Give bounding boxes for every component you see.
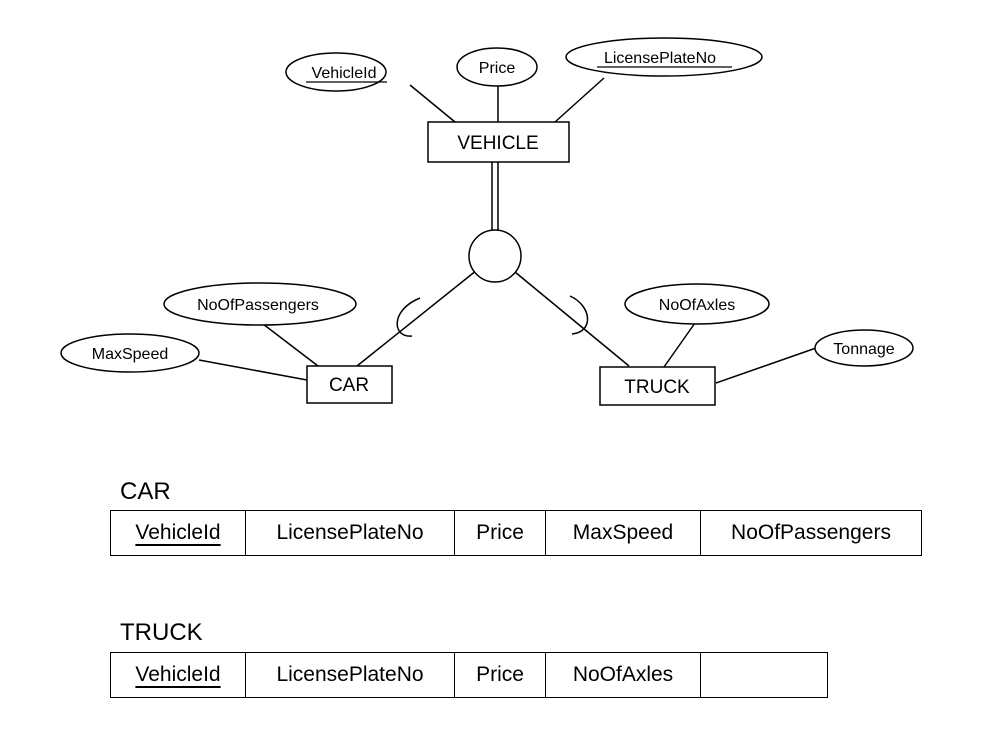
attribute-price-label: Price <box>479 60 516 77</box>
subset-symbol-truck <box>569 295 589 335</box>
attribute-noofaxles-ellipse <box>624 283 770 325</box>
truck-col-empty <box>700 652 828 698</box>
connector-tonnage <box>715 347 817 384</box>
truck-col-vehicleid: VehicleId <box>135 663 221 686</box>
car-col-licenseplateno: LicensePlateNo <box>245 510 455 556</box>
attribute-maxspeed-ellipse <box>60 333 200 373</box>
connector-vehicleid <box>409 84 456 123</box>
car-col-noofpassengers: NoOfPassengers <box>700 510 922 556</box>
entity-truck-label: TRUCK <box>624 377 690 398</box>
attribute-licenseplateno-label: LicensePlateNo <box>604 50 716 67</box>
truck-col-price: Price <box>454 652 546 698</box>
entity-vehicle-box <box>427 121 570 163</box>
connector-noofaxles <box>663 322 696 368</box>
attribute-noofpassengers-label: NoOfPassengers <box>197 297 319 314</box>
attribute-vehicleid-label: VehicleId <box>312 65 377 82</box>
car-table-title: CAR <box>120 478 171 505</box>
specialization-circle <box>468 229 522 283</box>
subset-symbol-car <box>396 297 421 337</box>
attribute-maxspeed-label: MaxSpeed <box>92 346 169 363</box>
attribute-tonnage-ellipse <box>814 329 914 367</box>
connector-noofpassengers <box>262 323 319 367</box>
car-col-vehicleid: VehicleId <box>135 521 221 544</box>
truck-table: VehicleId LicensePlateNo Price NoOfAxles <box>110 652 828 698</box>
car-table: VehicleId LicensePlateNo Price MaxSpeed … <box>110 510 922 556</box>
table-row: VehicleId LicensePlateNo Price MaxSpeed … <box>110 510 922 556</box>
attribute-noofpassengers-ellipse <box>163 282 357 326</box>
car-col-maxspeed: MaxSpeed <box>545 510 701 556</box>
truck-table-title: TRUCK <box>120 619 203 646</box>
attribute-price-ellipse <box>456 47 538 87</box>
connector-circle-car <box>356 269 478 367</box>
entity-car-box <box>306 365 393 404</box>
attribute-tonnage-label: Tonnage <box>833 341 894 358</box>
table-row: VehicleId LicensePlateNo Price NoOfAxles <box>110 652 828 698</box>
truck-col-licenseplateno: LicensePlateNo <box>245 652 455 698</box>
car-col-price: Price <box>454 510 546 556</box>
truck-col-noofaxles: NoOfAxles <box>545 652 701 698</box>
entity-vehicle-label: VEHICLE <box>457 133 538 154</box>
connector-licenseplateno <box>554 77 605 123</box>
connector-circle-truck <box>514 271 630 367</box>
attribute-noofaxles-label: NoOfAxles <box>659 297 735 314</box>
er-diagram: VEHICLE CAR TRUCK VehicleId Price Licens… <box>60 37 914 406</box>
entity-car-label: CAR <box>329 375 369 396</box>
entity-truck-box <box>599 366 716 406</box>
connector-maxspeed <box>198 359 308 381</box>
